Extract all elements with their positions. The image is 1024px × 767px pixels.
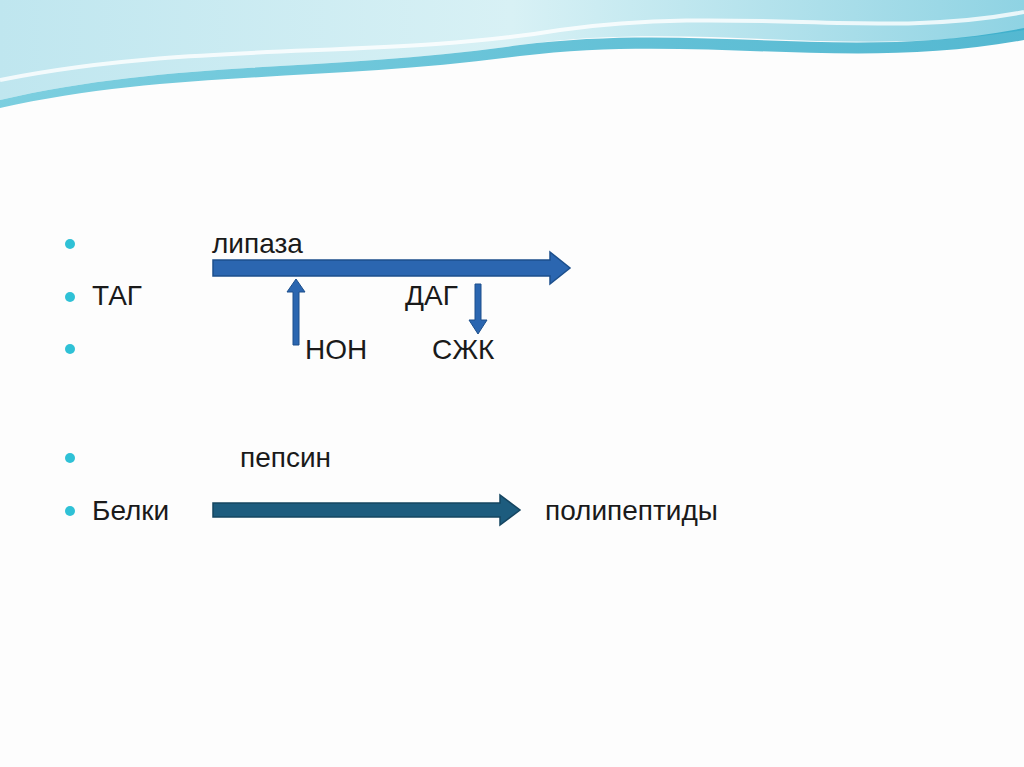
fatty-acid-arrow <box>469 284 487 334</box>
product-label: СЖК <box>432 334 494 366</box>
bullet-dots <box>65 239 75 516</box>
product-label: НОН <box>305 334 367 366</box>
substrate-label: ТАГ <box>92 280 142 312</box>
product-label: полипептиды <box>545 495 718 527</box>
pepsin-arrow <box>213 495 520 525</box>
substrate-label: Белки <box>92 495 169 527</box>
wave-header <box>0 0 1024 108</box>
glycerol-arrow <box>287 279 305 345</box>
enzyme-label: липаза <box>212 228 303 260</box>
product-label: ДАГ <box>405 280 458 312</box>
enzyme-label: пепсин <box>240 442 331 474</box>
